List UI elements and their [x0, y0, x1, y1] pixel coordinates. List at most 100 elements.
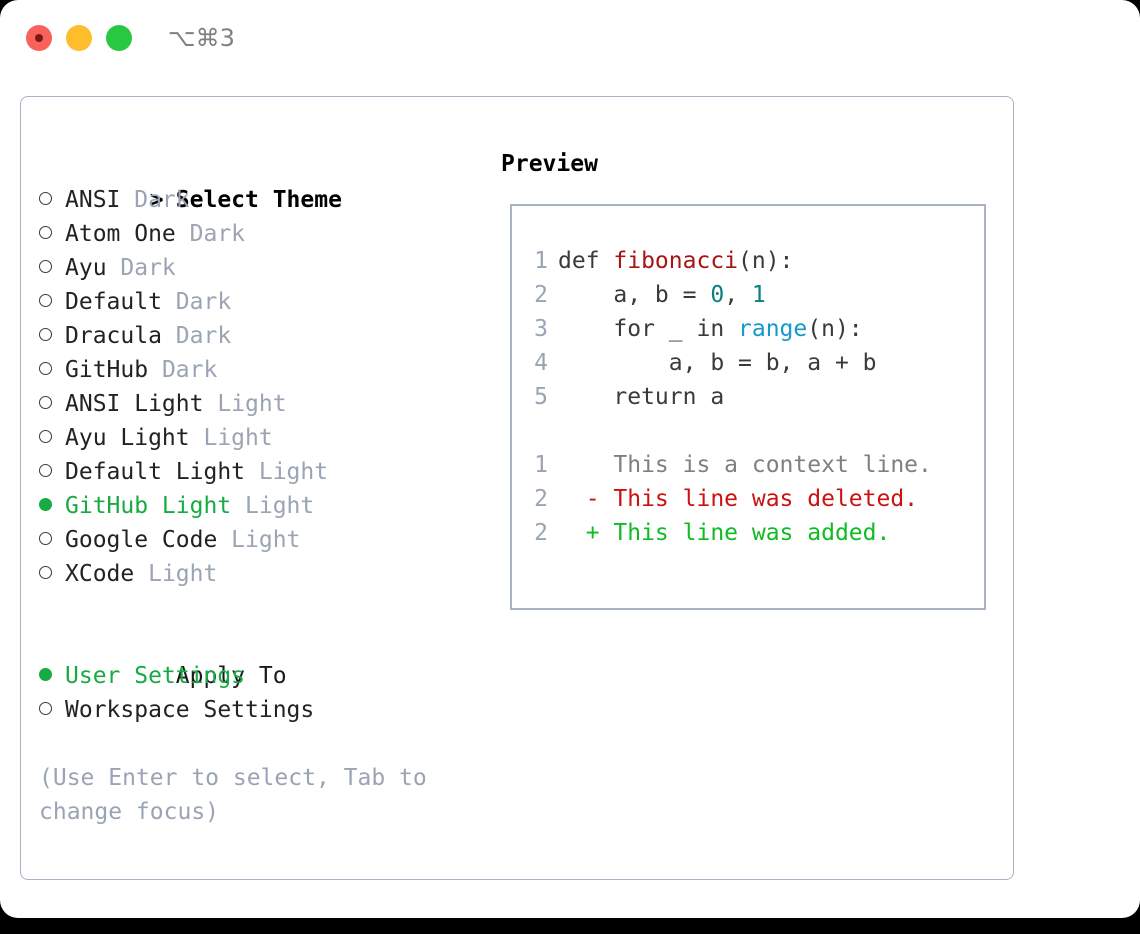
code-token: return a	[558, 384, 725, 410]
code-line: 3 for _ in range(n):	[522, 312, 978, 346]
shortcut-label: ⌥⌘3	[168, 24, 235, 52]
bullet	[39, 294, 52, 307]
bullet	[39, 192, 52, 205]
theme-list-item[interactable]: Atom One Dark	[39, 217, 489, 251]
apply-to-header: Apply To	[39, 625, 489, 689]
radio-unselected-icon	[39, 353, 65, 387]
radio-unselected-icon	[39, 285, 65, 319]
line-number: 2	[534, 282, 548, 308]
theme-list-item[interactable]: Default Light Light	[39, 455, 489, 489]
page-title: Select Theme	[175, 187, 342, 213]
theme-name: Dracula	[65, 323, 162, 349]
code-token: a, b =	[558, 282, 711, 308]
theme-list-item[interactable]: ANSI Light Light	[39, 387, 489, 421]
bullet	[39, 532, 52, 545]
bullet	[39, 702, 52, 715]
theme-name: Default Light	[65, 459, 246, 485]
code-token: 0	[710, 282, 725, 308]
code-token: fibonacci	[613, 248, 739, 274]
code-token: a, b = b, a + b	[558, 350, 877, 376]
code-lines: 1 def fibonacci(n): 2 a, b = 0, 1 3 for _ i…	[522, 244, 978, 414]
apply-to-item[interactable]: Workspace Settings	[39, 693, 489, 727]
code-gap	[522, 414, 978, 448]
radio-unselected-icon	[39, 693, 65, 727]
theme-name: ANSI Light	[65, 391, 204, 417]
bullet	[39, 362, 52, 375]
theme-list-item[interactable]: Ayu Dark	[39, 251, 489, 285]
theme-variant-tag: Dark	[148, 357, 218, 383]
code-line: 5 return a	[522, 380, 978, 414]
theme-variant-tag: Dark	[175, 221, 246, 247]
theme-variant-tag: Light	[203, 391, 287, 417]
close-button[interactable]	[26, 25, 52, 51]
code-token: for _ in	[558, 316, 739, 342]
minimize-button[interactable]	[66, 25, 92, 51]
bullet	[39, 668, 52, 681]
code-sample: 1 def fibonacci(n): 2 a, b = 0, 1 3 for _ i…	[522, 244, 978, 550]
theme-list-item[interactable]: Dracula Dark	[39, 319, 489, 353]
diff-text: This is a context line.	[613, 452, 932, 478]
preview-title: Preview	[501, 151, 598, 177]
preview-section: Preview	[501, 149, 1001, 179]
theme-list-item[interactable]: Ayu Light Light	[39, 421, 489, 455]
diff-text: This line was deleted.	[613, 486, 919, 512]
diff-marker: +	[558, 520, 614, 546]
theme-name: GitHub	[65, 357, 149, 383]
close-icon	[35, 34, 43, 42]
theme-name: Ayu Light	[65, 425, 190, 451]
radio-unselected-icon	[39, 523, 65, 557]
theme-list-item[interactable]: GitHub Dark	[39, 353, 489, 387]
line-number: 1	[534, 248, 548, 274]
diff-line: 2 - This line was deleted.	[522, 482, 978, 516]
diff-line: 1 This is a context line.	[522, 448, 978, 482]
theme-list-item[interactable]: GitHub Light Light	[39, 489, 489, 523]
preview-box: 1 def fibonacci(n): 2 a, b = 0, 1 3 for _ i…	[510, 204, 986, 610]
theme-list-item[interactable]: XCode Light	[39, 557, 489, 591]
bullet	[39, 464, 52, 477]
radio-selected-icon	[39, 489, 65, 523]
theme-list-item[interactable]: ANSI Dark	[39, 183, 489, 217]
code-line: 4 a, b = b, a + b	[522, 346, 978, 380]
radio-unselected-icon	[39, 557, 65, 591]
line-number: 3	[534, 316, 548, 342]
code-token: 1	[751, 282, 766, 308]
radio-selected-icon	[39, 659, 65, 693]
bullet	[39, 430, 52, 443]
code-token: ,	[724, 282, 752, 308]
theme-list-item[interactable]: Google Code Light	[39, 523, 489, 557]
line-number: 2	[534, 520, 548, 546]
radio-unselected-icon	[39, 319, 65, 353]
title-bar: ⌥⌘3	[0, 0, 1140, 76]
apply-to-label: User Settings	[65, 663, 246, 689]
bullet	[39, 260, 52, 273]
diff-text: This line was added.	[613, 520, 891, 546]
keyboard-hint: (Use Enter to select, Tab to change focu…	[39, 765, 427, 825]
apply-to-item[interactable]: User Settings	[39, 659, 489, 693]
theme-variant-tag: Light	[245, 459, 329, 485]
radio-unselected-icon	[39, 455, 65, 489]
apply-to-title: Apply To	[175, 663, 287, 689]
bullet	[39, 566, 52, 579]
radio-unselected-icon	[39, 217, 65, 251]
theme-variant-tag: Light	[189, 425, 273, 451]
code-token: (n):	[738, 248, 794, 274]
theme-name: Default	[65, 289, 162, 315]
bullet	[39, 396, 52, 409]
bullet	[39, 226, 52, 239]
radio-unselected-icon	[39, 183, 65, 217]
line-number: 1	[534, 452, 548, 478]
theme-picker-header: >Select Theme	[39, 149, 489, 213]
theme-variant-tag: Light	[217, 527, 301, 553]
radio-unselected-icon	[39, 421, 65, 455]
line-number: 5	[534, 384, 548, 410]
maximize-button[interactable]	[106, 25, 132, 51]
code-line: 1 def fibonacci(n):	[522, 244, 978, 278]
theme-list-item[interactable]: Default Dark	[39, 285, 489, 319]
code-token: def	[558, 248, 614, 274]
theme-name: Ayu	[65, 255, 107, 281]
theme-name: Google Code	[65, 527, 218, 553]
theme-variant-tag: Dark	[161, 323, 232, 349]
theme-variant-tag: Dark	[161, 289, 232, 315]
